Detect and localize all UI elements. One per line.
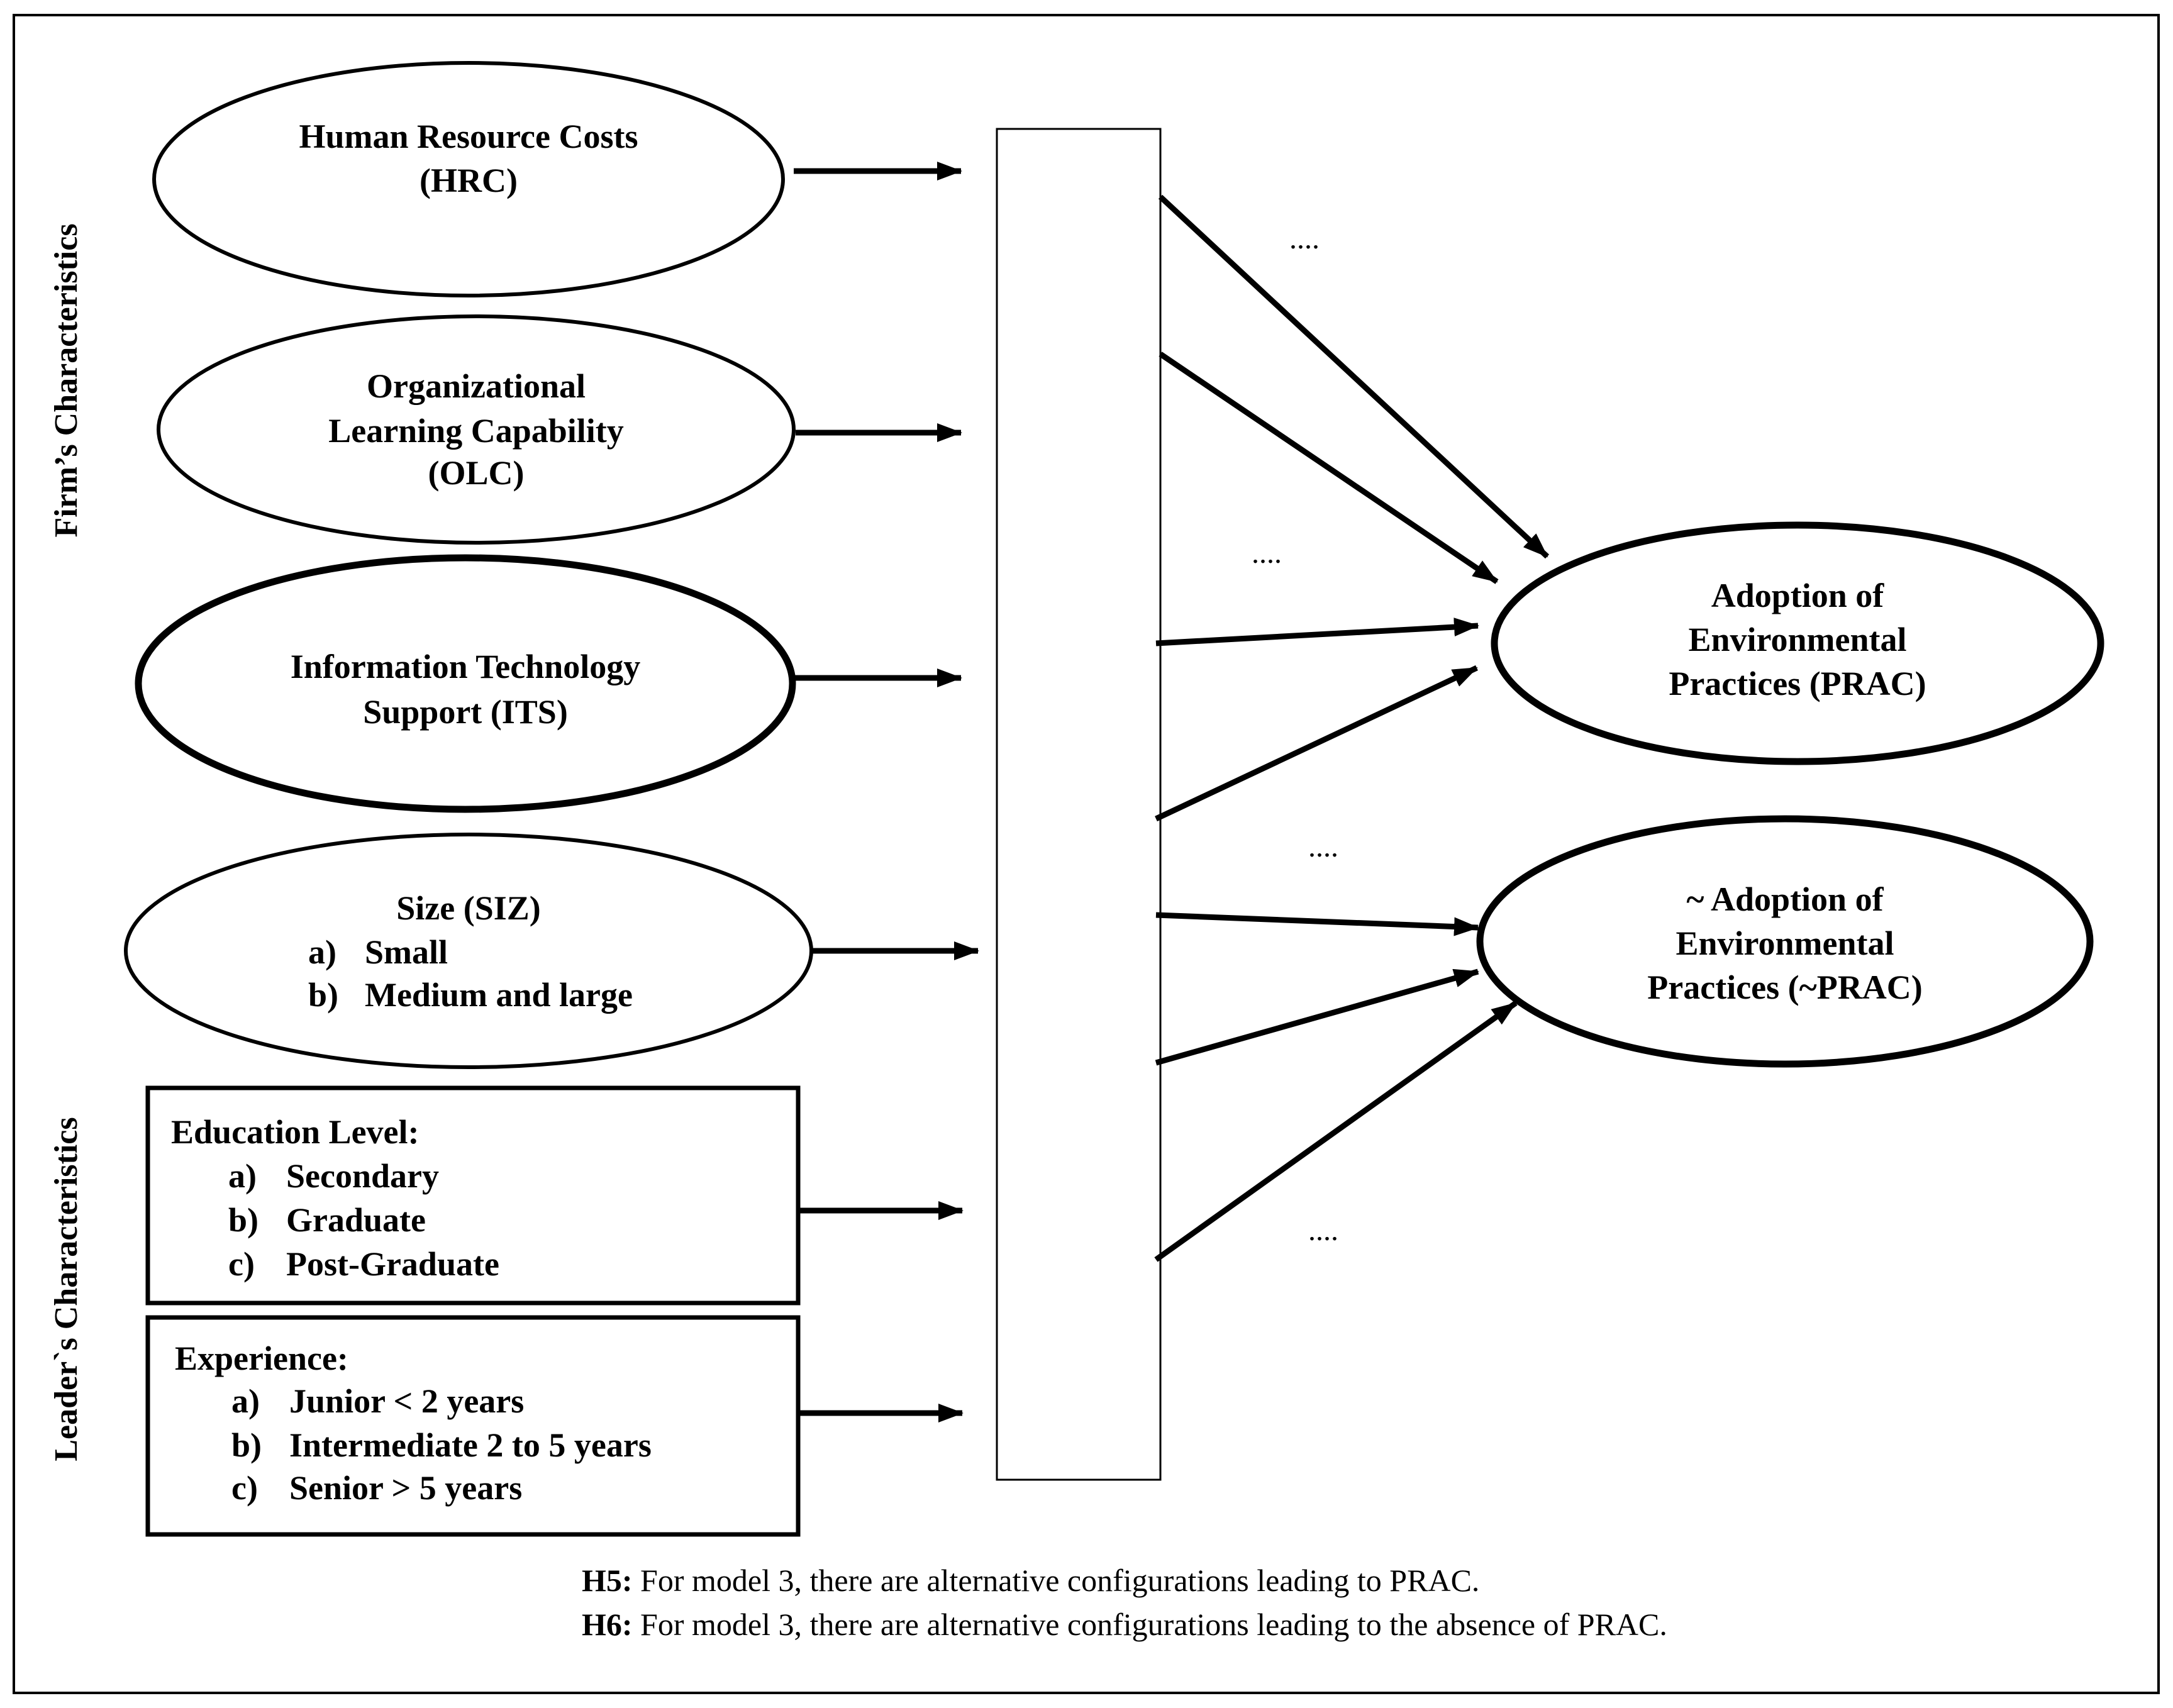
experience-item-c-marker: c) xyxy=(231,1469,258,1507)
olc-label-line1: Organizational xyxy=(367,367,586,405)
education-item-b: Graduate xyxy=(286,1201,426,1239)
ellipsis-4: .... xyxy=(1308,1214,1338,1247)
ellipsis-1: .... xyxy=(1289,222,1320,255)
olc-label-line2: Learning Capability xyxy=(328,412,624,450)
hypothesis-h6-id: H6: xyxy=(582,1607,633,1642)
prac-ellipse xyxy=(1491,521,2104,765)
education-item-c-marker: c) xyxy=(228,1245,255,1283)
prac-node: Adoption of Environmental Practices (PRA… xyxy=(1491,521,2104,765)
arrow-config-4-to-prac xyxy=(1155,665,1478,822)
education-item-c: Post-Graduate xyxy=(286,1245,499,1283)
arrow-config-1-to-prac xyxy=(1158,194,1550,559)
not-prac-label-line3: Practices (~PRAC) xyxy=(1647,968,1922,1006)
experience-item-a-marker: a) xyxy=(231,1382,260,1420)
experience-item-a: Junior < 2 years xyxy=(289,1382,524,1420)
not-prac-label-line2: Environmental xyxy=(1676,924,1894,962)
arrow-config-2-to-prac xyxy=(1159,352,1499,584)
its-node: Information Technology Support (ITS) xyxy=(135,554,796,813)
siz-item-b-marker: b) xyxy=(308,976,338,1014)
experience-box xyxy=(145,1315,801,1537)
hrc-label-line2: (HRC) xyxy=(420,162,518,199)
ellipsis-2: .... xyxy=(1252,536,1282,570)
prac-label-line1: Adoption of xyxy=(1711,577,1885,614)
ellipsis-3: .... xyxy=(1308,830,1338,863)
arrow-config-7-to-not-prac xyxy=(1154,1001,1518,1262)
not-prac-node: ~ Adoption of Environmental Practices (~… xyxy=(1476,815,2094,1068)
hypothesis-h5-text: For model 3, there are alternative confi… xyxy=(633,1563,1480,1598)
olc-ellipse xyxy=(157,314,796,545)
firm-characteristics-label: Firm’s Characteristics xyxy=(48,223,84,537)
not-prac-label-line1: ~ Adoption of xyxy=(1686,880,1884,918)
arrow-config-5-to-not-prac xyxy=(1155,912,1479,936)
hypothesis-h5-id: H5: xyxy=(582,1563,633,1598)
hrc-node: Human Resource Costs (HRC) xyxy=(152,61,785,297)
siz-ellipse xyxy=(124,833,813,1069)
configuration-bar xyxy=(996,128,1162,1481)
hrc-label-line1: Human Resource Costs xyxy=(299,118,638,155)
education-item-a: Secondary xyxy=(286,1157,439,1195)
arrow-config-3-to-prac xyxy=(1155,618,1479,646)
experience-item-b: Intermediate 2 to 5 years xyxy=(289,1426,652,1464)
experience-title: Experience: xyxy=(175,1339,348,1377)
olc-label-line3: (OLC) xyxy=(428,454,525,492)
siz-item-a: Small xyxy=(365,933,448,971)
siz-item-b: Medium and large xyxy=(365,976,633,1014)
education-node: Education Level: a) Secondary b) Graduat… xyxy=(145,1085,801,1306)
leader-characteristics-label: Leader`s Characteristics xyxy=(48,1117,84,1461)
its-ellipse xyxy=(135,554,796,813)
olc-node: Organizational Learning Capability (OLC) xyxy=(157,314,796,545)
outer-frame xyxy=(13,14,2160,1694)
hypothesis-h6: H6: For model 3, there are alternative c… xyxy=(582,1607,1667,1642)
experience-node: Experience: a) Junior < 2 years b) Inter… xyxy=(145,1315,801,1537)
prac-label-line2: Environmental xyxy=(1688,621,1906,658)
its-label-line2: Support (ITS) xyxy=(363,693,568,731)
not-prac-ellipse xyxy=(1476,815,2094,1068)
siz-item-a-marker: a) xyxy=(308,933,336,971)
education-item-a-marker: a) xyxy=(228,1157,257,1195)
hrc-ellipse xyxy=(152,61,785,297)
hypothesis-h6-text: For model 3, there are alternative confi… xyxy=(633,1607,1667,1642)
experience-item-c: Senior > 5 years xyxy=(289,1469,522,1507)
its-label-line1: Information Technology xyxy=(291,648,641,685)
experience-item-b-marker: b) xyxy=(231,1426,262,1464)
siz-title: Size (SIZ) xyxy=(396,889,541,927)
education-item-b-marker: b) xyxy=(228,1201,258,1239)
prac-label-line3: Practices (PRAC) xyxy=(1669,665,1926,702)
hypothesis-h5: H5: For model 3, there are alternative c… xyxy=(582,1563,1479,1598)
arrow-config-6-to-not-prac xyxy=(1155,968,1479,1066)
siz-node: Size (SIZ) a) Small b) Medium and large xyxy=(124,833,813,1069)
education-box xyxy=(145,1085,801,1306)
education-title: Education Level: xyxy=(171,1113,420,1151)
